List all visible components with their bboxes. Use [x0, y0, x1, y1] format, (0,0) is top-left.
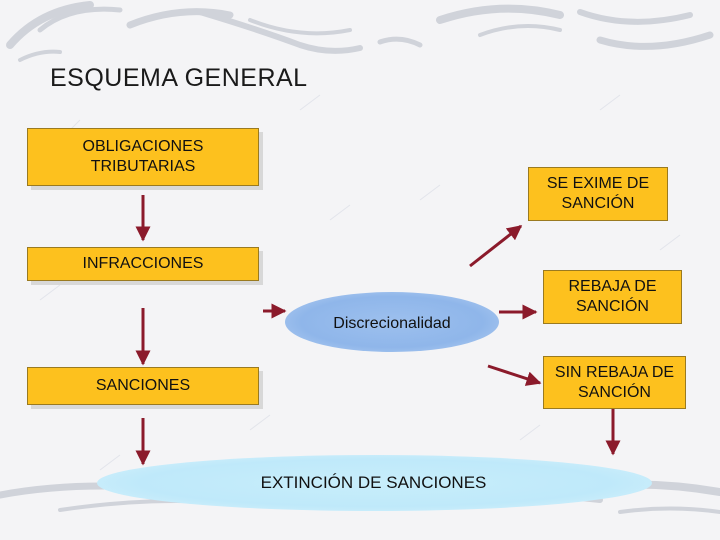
box-sanciones: SANCIONES: [27, 367, 259, 405]
page-title: ESQUEMA GENERAL: [50, 64, 308, 92]
arrow-to-se-exime: [469, 224, 523, 268]
ellipse-extincion-de-sanciones: EXTINCIÓN DE SANCIONES: [97, 455, 652, 511]
extincion-label: EXTINCIÓN DE SANCIONES: [260, 473, 487, 492]
box-obligaciones-tributarias: OBLIGACIONES TRIBUTARIAS: [27, 128, 259, 186]
discrecionalidad-label: Discrecionalidad: [333, 315, 451, 332]
box-obligaciones-label: OBLIGACIONES TRIBUTARIAS: [82, 138, 204, 175]
arrow-to-sin-rebaja: [487, 364, 542, 386]
box-infracciones-label: INFRACCIONES: [82, 255, 204, 272]
box-sin-rebaja-de-sancion: SIN REBAJA DE SANCIÓN: [543, 356, 686, 409]
box-rebaja-label: REBAJA DE SANCIÓN: [568, 278, 657, 315]
box-se-exime-label: SE EXIME DE SANCIÓN: [546, 175, 650, 212]
ellipse-discrecionalidad: Discrecionalidad: [285, 292, 499, 352]
box-se-exime-de-sancion: SE EXIME DE SANCIÓN: [528, 167, 668, 221]
box-sanciones-label: SANCIONES: [95, 377, 191, 394]
box-infracciones: INFRACCIONES: [27, 247, 259, 281]
box-rebaja-de-sancion: REBAJA DE SANCIÓN: [543, 270, 682, 324]
box-sin-rebaja-label: SIN REBAJA DE SANCIÓN: [554, 363, 675, 401]
